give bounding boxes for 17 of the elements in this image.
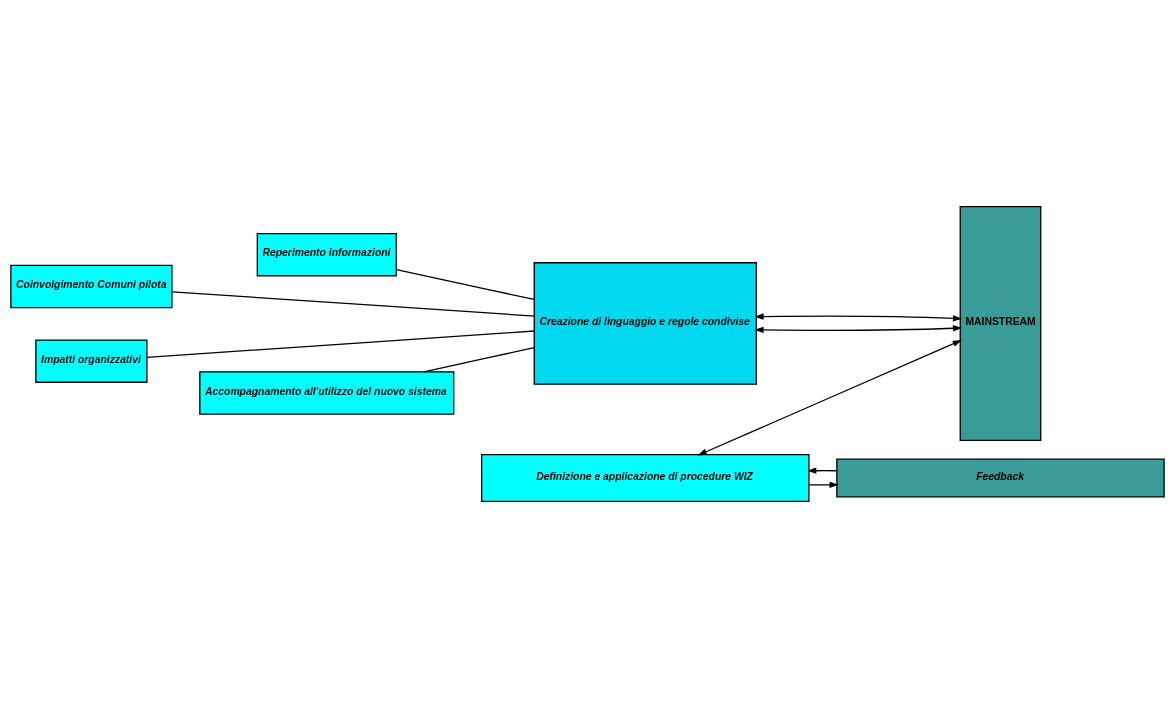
arrow: [754, 313, 963, 322]
node-box: Feedback: [836, 458, 1165, 498]
arrow: [807, 467, 838, 474]
node-box: Impatti organizzativi: [35, 339, 148, 383]
connector: [395, 269, 535, 301]
arrow: [697, 340, 962, 456]
node-box: Reperimento informazioni: [256, 232, 397, 277]
node-box: MAINSTREAM: [959, 205, 1042, 441]
node-box: Coinvolgimento Comuni pilota: [10, 264, 173, 309]
connector: [423, 347, 535, 373]
arrow: [808, 481, 839, 489]
node-box: Accompagnamento all'utilizzo del nuovo sistema: [199, 371, 455, 415]
connector: [146, 330, 535, 359]
connector: [171, 291, 535, 317]
node-box: Creazione di linguaggio e regole condivise: [533, 262, 757, 385]
arrow: [754, 325, 963, 334]
node-box: Definizione e applicazione di procedure WIZ: [481, 454, 810, 503]
